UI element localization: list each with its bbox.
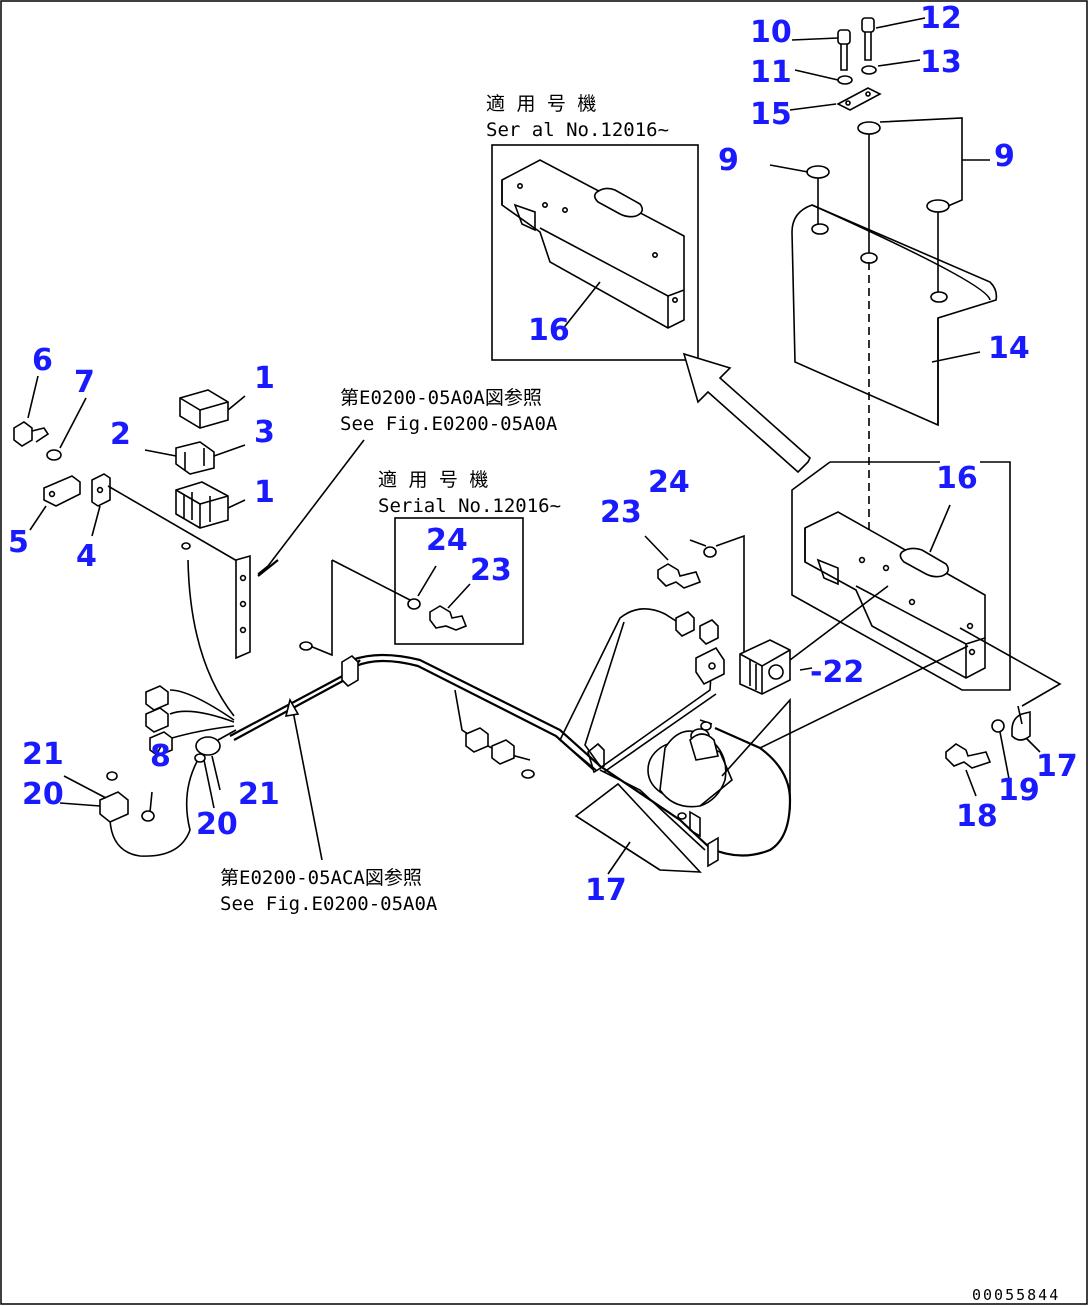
callout-1-bottom: 1 [254, 475, 275, 510]
callout-18: 18 [956, 799, 998, 834]
callout-12: 12 [920, 1, 962, 36]
wiring-harness [59, 559, 792, 861]
callout-13: 13 [920, 45, 962, 80]
callout-20-right: 20 [196, 807, 238, 842]
callout-16-bracket: 16 [936, 461, 978, 496]
callout-3: 3 [254, 415, 275, 450]
callout-15: 15 [750, 97, 792, 132]
callout-22: -22 [810, 655, 864, 690]
callout-6: 6 [32, 343, 53, 378]
callout-21-right: 21 [238, 777, 280, 812]
callout-4: 4 [76, 539, 97, 574]
callout-24-inset: 24 [426, 523, 468, 558]
callout-9-right: 9 [994, 139, 1015, 174]
callout-24-mid: 24 [648, 465, 690, 500]
see-fig-note-bottom-en: See Fig.E0200-05A0A [220, 893, 438, 915]
serial-inset-top [491, 144, 699, 361]
serial-note-mid-en: Serial No.12016~ [378, 495, 561, 517]
switch-22-assembly [739, 585, 889, 695]
callout-9-left: 9 [718, 143, 739, 178]
reference-arrow [682, 352, 811, 474]
callout-16-inset: 16 [528, 313, 570, 348]
bolt-23-24-assembly [644, 534, 745, 660]
serial-note-top-en: Ser al No.12016~ [486, 119, 669, 141]
callout-10: 10 [750, 15, 792, 50]
serial-note-top-jp: 適 用 号 機 [486, 93, 596, 115]
see-fig-note-top-en: See Fig.E0200-05A0A [340, 413, 558, 435]
callout-11: 11 [750, 55, 792, 90]
callout-23-mid: 23 [600, 495, 642, 530]
callout-17-right: 17 [1036, 749, 1078, 784]
relay-assembly [13, 375, 365, 660]
callout-8: 8 [150, 739, 171, 774]
callout-14: 14 [988, 331, 1030, 366]
callout-21-left: 21 [22, 737, 64, 772]
callout-23-inset: 23 [470, 553, 512, 588]
callout-19: 19 [998, 773, 1040, 808]
callout-1-top: 1 [254, 361, 275, 396]
bracket-16-assembly [791, 461, 1011, 691]
see-fig-note-top-jp: 第E0200-05A0A図参照 [340, 387, 542, 409]
motor-assembly [574, 645, 969, 875]
serial-inset-mid [394, 517, 524, 645]
callout-2: 2 [110, 417, 131, 452]
see-fig-note-bottom-jp: 第E0200-05ACA図参照 [220, 867, 422, 889]
cover-assembly [769, 17, 998, 556]
callout-5: 5 [8, 525, 29, 560]
document-id: 00055844 [972, 1286, 1060, 1304]
callout-17-bottom: 17 [585, 873, 627, 908]
serial-note-mid-jp: 適 用 号 機 [378, 469, 488, 491]
callout-7: 7 [74, 365, 95, 400]
bolt-18-19-assembly [945, 627, 1062, 797]
callout-20-left: 20 [22, 777, 64, 812]
